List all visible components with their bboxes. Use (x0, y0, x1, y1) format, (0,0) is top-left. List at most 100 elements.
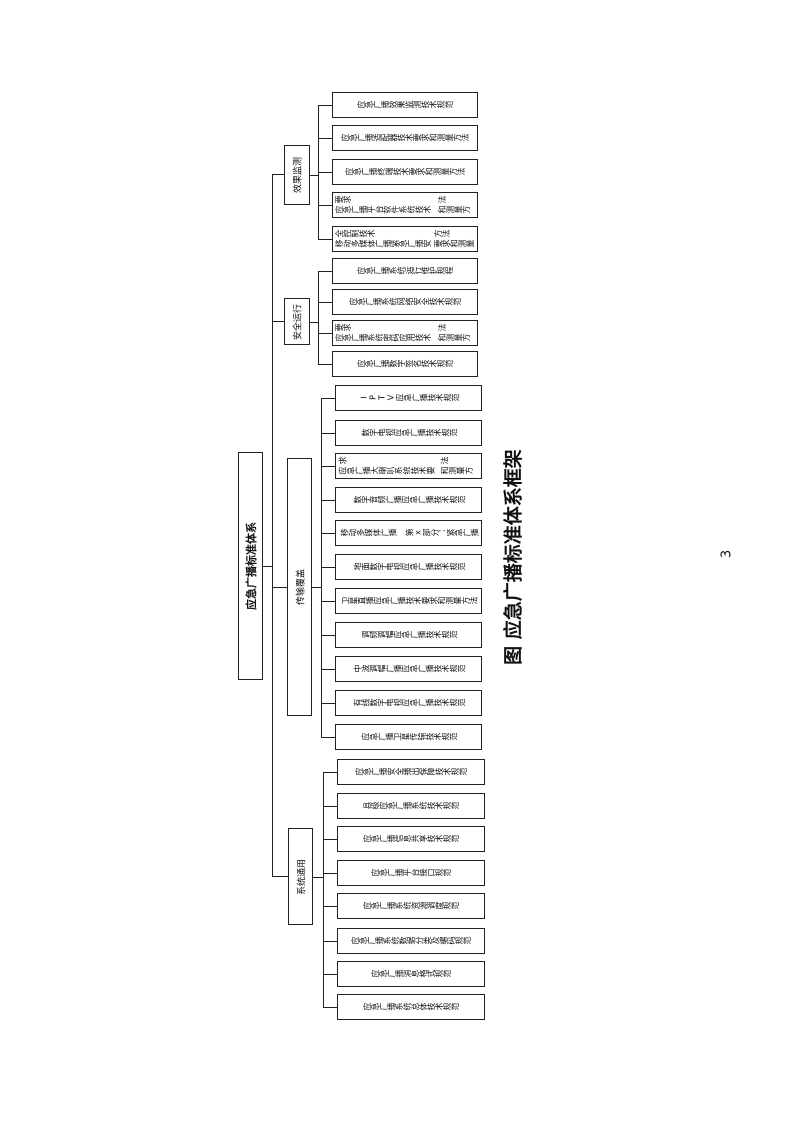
leaf-connector (321, 398, 335, 400)
leaf-connector (318, 138, 332, 140)
leaf-label: 应急广播系统总体技术规范 (340, 994, 482, 1020)
leaf-label: 应急广播系统运行维护规程 (335, 258, 475, 284)
leaf-label-line: IPTV应急广播技术规范 (358, 393, 459, 402)
standard-leaf-node: 有线数字电视应急广播技术规范 (335, 690, 482, 716)
leaf-label: 应急广播信息共享技术规范 (340, 826, 482, 852)
leaf-connector (323, 873, 337, 875)
standard-leaf-node: 地面数字电视应急广播技术规范 (335, 554, 482, 580)
leaf-connector (323, 906, 337, 908)
standard-leaf-node: 应急广播系统密码应用技术要求和测量方法 (332, 320, 478, 346)
figure-caption: 图 应急广播标准体系框架 (502, 449, 525, 665)
leaf-connector (323, 1007, 337, 1009)
leaf-label: 调频调幅应急广播技术规范 (338, 622, 479, 648)
leaf-label-line: 应急广播消息格式规范 (371, 969, 451, 978)
leaf-label-line: 和测量方法 (439, 456, 472, 475)
leaf-label: 应急广播卫星传输技术规范 (338, 724, 479, 750)
category-branch-connector (313, 876, 323, 878)
trunk-line (272, 174, 274, 876)
leaf-label: 有线数字电视应急广播技术规范 (338, 690, 479, 716)
leaf-label-line: 应急广播平台接口规范 (371, 868, 451, 877)
leaf-label: 移动多媒体广播 第x部分：紧急广播 (338, 520, 479, 546)
leaf-label-line: 应急广播安全播出保障技术规范 (355, 767, 467, 776)
standard-leaf-node: 应急广播终端技术要求和测量方法 (332, 159, 478, 185)
leaf-label-line: 中波调幅广播应急广播技术规范 (352, 664, 465, 673)
leaf-label-line: 应急广播系统运行维护规程 (357, 266, 453, 275)
leaf-connector (323, 974, 337, 976)
leaf-label-line: 应急广播系统密码应用技术要求 (335, 323, 431, 342)
leaf-label-line: 应急广播系统资源调度规范 (363, 901, 459, 910)
category-branch-connector (312, 587, 321, 589)
standard-leaf-node: 应急广播效果监测技术规范 (332, 92, 478, 118)
leaf-label-line: 移动多媒体广播 第x部分：紧急广播 (339, 528, 478, 537)
leaf-label-line: 应急广播系统总体技术规范 (363, 1002, 459, 1011)
leaf-connector (321, 533, 335, 535)
leaf-connector (318, 239, 332, 241)
standard-leaf-node: 应急广播平台软件系统技术要求和测量方法 (332, 192, 478, 218)
leaf-label: 应急广播平台软件系统技术要求和测量方法 (335, 192, 475, 218)
category-label: 效果监测 (293, 156, 304, 194)
leaf-label: 卫星直播应急广播技术要求和测量方法 (338, 588, 479, 614)
leaf-label: 应急广播安全播出保障技术规范 (340, 759, 482, 785)
leaf-label-line: 数字音频广播应急广播技术规范 (352, 495, 465, 504)
leaf-connector (318, 364, 332, 366)
branch-line (323, 772, 325, 1007)
category-node: 安全运行 (284, 298, 310, 345)
standard-leaf-node: 应急广播系统数据分类及编码规范 (337, 928, 485, 954)
category-node: 传输覆盖 (287, 458, 312, 716)
leaf-label: 应急广播数字签名技术规范 (335, 351, 475, 377)
category-connector (272, 174, 284, 176)
category-label: 系统通用 (297, 858, 307, 895)
page-number: 3 (719, 549, 735, 559)
leaf-label-line: 移动多媒体广播紧急广播安全控制技术 (335, 229, 431, 248)
leaf-label: 应急广播系统网络安全技术规范 (335, 289, 475, 315)
category-node: 系统通用 (288, 828, 313, 925)
standard-leaf-node: 应急广播平台接口规范 (337, 860, 485, 886)
leaf-connector (321, 669, 335, 671)
leaf-connector (321, 737, 335, 739)
category-branch-connector (310, 175, 318, 177)
leaf-connector (318, 333, 332, 335)
leaf-connector (321, 601, 335, 603)
leaf-label: 应急广播消息格式规范 (340, 961, 482, 987)
leaf-connector (321, 703, 335, 705)
leaf-connector (321, 500, 335, 502)
leaf-connector (318, 302, 332, 304)
leaf-label: 中波调幅广播应急广播技术规范 (338, 656, 479, 682)
leaf-label: 数字音频广播应急广播技术规范 (338, 487, 479, 513)
standard-leaf-node: 应急广播系统资源调度规范 (337, 893, 485, 919)
standard-leaf-node: 应急广播消息格式规范 (337, 961, 485, 987)
leaf-connector (318, 271, 332, 273)
leaf-connector (318, 172, 332, 174)
leaf-connector (321, 433, 335, 435)
leaf-label: 应急广播系统密码应用技术要求和测量方法 (335, 320, 475, 346)
leaf-label-line: 有线数字电视应急广播技术规范 (352, 698, 465, 707)
leaf-label-line: 和测量方法 (438, 195, 471, 214)
leaf-label: 县级应急广播系统技术规范 (340, 793, 482, 819)
leaf-connector (323, 806, 337, 808)
leaf-label: 应急广播大喇叭系统技术要求和测量方法 (338, 453, 479, 479)
leaf-label-line: 卫星直播应急广播技术要求 (340, 596, 437, 605)
branch-line (318, 271, 320, 364)
standard-leaf-node: 应急广播数字签名技术规范 (332, 351, 478, 377)
category-branch-connector (310, 321, 318, 323)
standard-leaf-node: 应急广播信息共享技术规范 (337, 826, 485, 852)
leaf-label: 应急广播系统资源调度规范 (340, 893, 482, 919)
leaf-label-line: 县级应急广播系统技术规范 (363, 801, 459, 810)
standard-leaf-node: 数字音频广播应急广播技术规范 (335, 487, 482, 513)
leaf-connector (318, 105, 332, 107)
leaf-label-line: 应急广播卫星传输技术规范 (360, 732, 457, 741)
leaf-label-line: 应急广播适配器技术要求 (341, 133, 429, 142)
category-node: 效果监测 (284, 145, 310, 205)
leaf-label-line: 数字电视应急广播技术规范 (360, 428, 457, 437)
standard-leaf-node: 应急广播卫星传输技术规范 (335, 724, 482, 750)
leaf-label: 应急广播终端技术要求和测量方法 (335, 159, 475, 185)
leaf-connector (321, 635, 335, 637)
leaf-label: 应急广播效果监测技术规范 (335, 92, 475, 118)
leaf-label: 应急广播平台接口规范 (340, 860, 482, 886)
standard-leaf-node: 中波调幅广播应急广播技术规范 (335, 656, 482, 682)
root-label: 应急广播标准体系 (244, 522, 258, 610)
leaf-label: 数字电视应急广播技术规范 (338, 420, 479, 446)
standard-leaf-node: 应急广播安全播出保障技术规范 (337, 759, 485, 785)
root-node: 应急广播标准体系 (238, 452, 263, 680)
category-label: 安全运行 (293, 303, 304, 340)
